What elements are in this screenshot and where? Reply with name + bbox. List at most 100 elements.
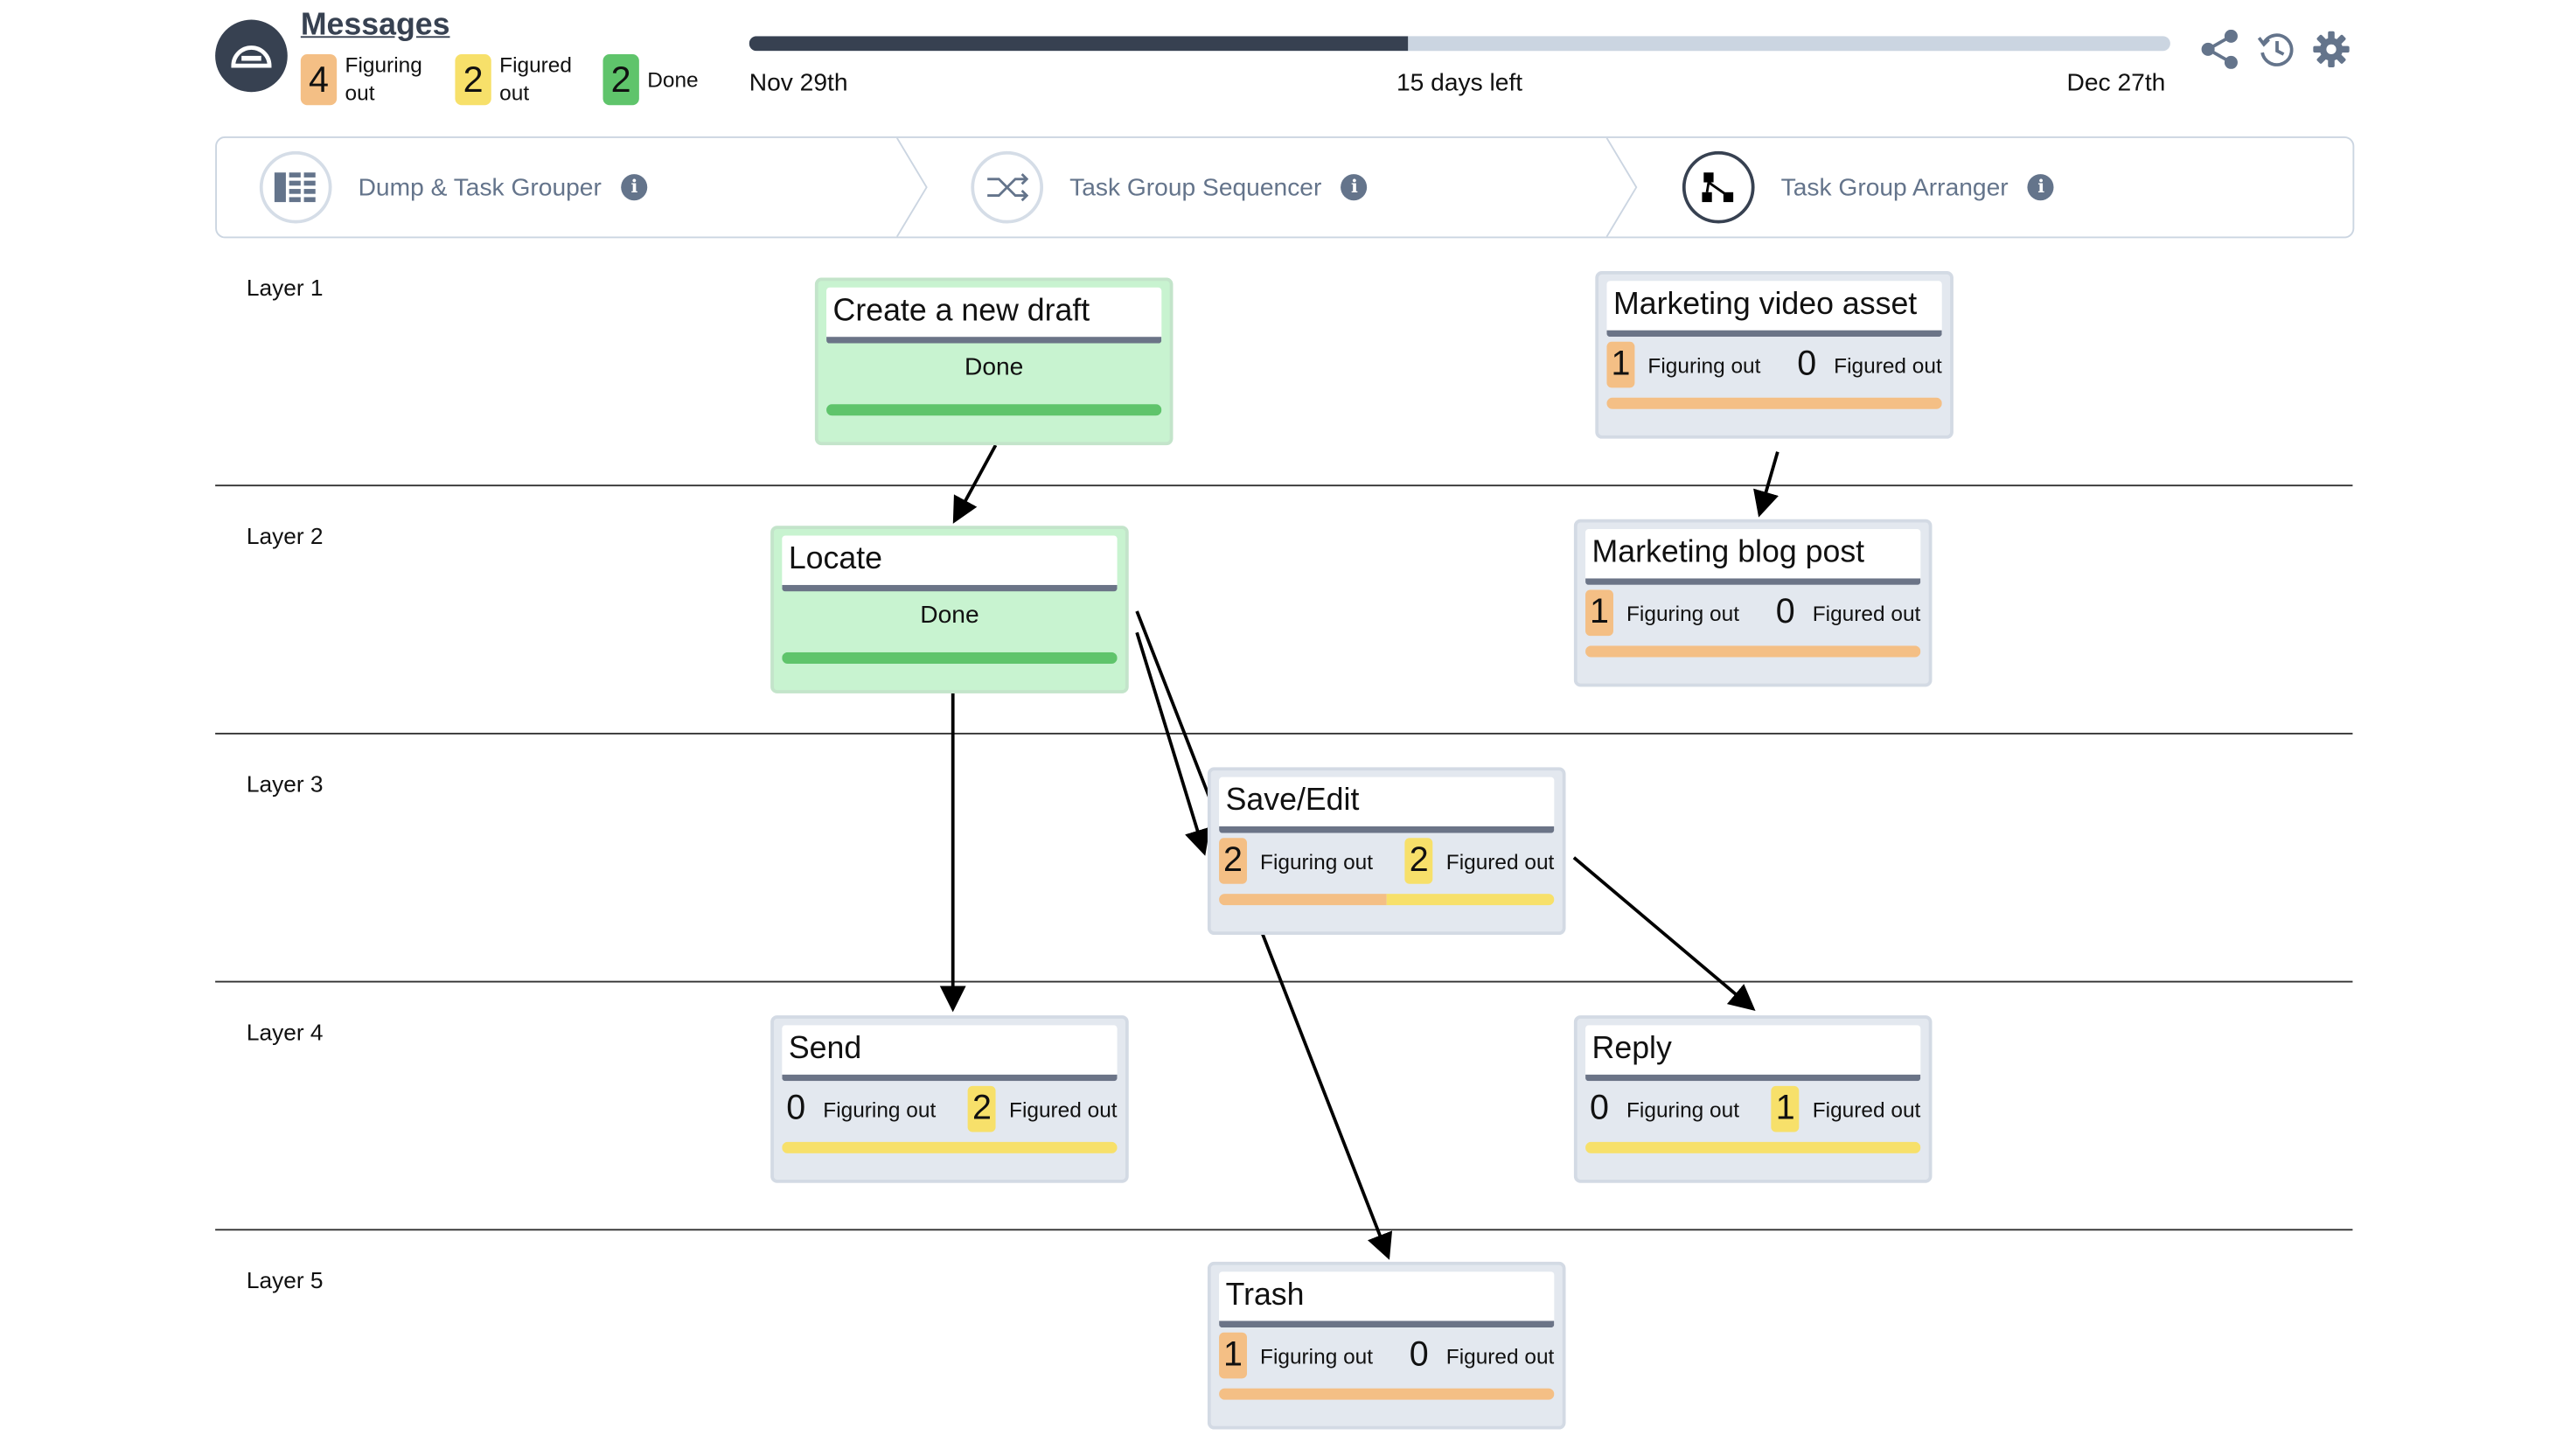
info-icon[interactable]: i xyxy=(1341,174,1368,201)
end-date: Dec 27th xyxy=(2066,68,2166,97)
card-progress xyxy=(782,1141,1118,1153)
card-title[interactable]: Locate xyxy=(782,535,1118,592)
card-counts: 1 Figuring out 0 Figured out xyxy=(1585,589,1920,637)
figuring-count: 2 xyxy=(1219,838,1248,884)
figuring-count-badge: 4 xyxy=(300,54,338,106)
task-group-card[interactable]: Marketing video asset 1 Figuring out 0 F… xyxy=(1595,271,1954,439)
card-counts: 2 Figuring out 2 Figured out xyxy=(1219,838,1554,884)
figuring-count: 1 xyxy=(1585,589,1613,637)
gear-icon[interactable] xyxy=(2311,30,2351,69)
step-label: Dump & Task Grouper xyxy=(358,173,602,202)
figured-count: 2 xyxy=(968,1085,996,1132)
card-progress xyxy=(1585,645,1921,658)
figuring-label: Figuring out xyxy=(1647,352,1761,378)
card-title[interactable]: Save/Edit xyxy=(1219,777,1555,833)
step-label: Task Group Arranger xyxy=(1780,173,2009,202)
card-status: Done xyxy=(920,601,979,630)
figuring-fill xyxy=(1219,1388,1555,1400)
step-task-group-arranger[interactable]: Task Group Arranger i xyxy=(1682,138,2055,237)
figured-count: 2 xyxy=(1404,838,1433,884)
figuring-label: Figuring out xyxy=(1260,1342,1374,1369)
project-title[interactable]: Messages xyxy=(300,8,450,43)
figured-count: 0 xyxy=(1775,593,1795,631)
layer-label: Layer 5 xyxy=(246,1266,324,1293)
card-title[interactable]: Reply xyxy=(1585,1025,1921,1082)
card-title[interactable]: Marketing blog post xyxy=(1585,528,1921,585)
card-progress xyxy=(1606,397,1942,409)
card-progress xyxy=(826,404,1162,416)
card-progress xyxy=(1219,894,1555,906)
card-title[interactable]: Send xyxy=(782,1025,1118,1082)
figuring-count-label: Figuring out xyxy=(345,52,422,106)
card-status: Done xyxy=(964,352,1024,381)
layer-divider xyxy=(215,484,2353,487)
done-count-badge: 2 xyxy=(602,54,639,106)
figuring-count: 0 xyxy=(1590,1089,1609,1127)
layer-divider xyxy=(215,1229,2353,1231)
figuring-count: 1 xyxy=(1606,341,1635,388)
figured-label: Figured out xyxy=(1009,1097,1118,1122)
layer-label: Layer 4 xyxy=(246,1018,324,1045)
card-title[interactable]: Trash xyxy=(1219,1271,1555,1328)
task-group-card[interactable]: Reply 0 Figuring out 1 Figured out xyxy=(1573,1015,1933,1183)
figuring-label: Figuring out xyxy=(1260,848,1374,874)
layer-label: Layer 1 xyxy=(246,274,324,301)
shuffle-icon xyxy=(971,150,1044,224)
days-left: 15 days left xyxy=(1396,68,1523,97)
card-progress xyxy=(782,651,1118,665)
figured-count: 1 xyxy=(1771,1085,1800,1132)
start-date: Nov 29th xyxy=(749,68,848,97)
layer-label: Layer 3 xyxy=(246,770,324,798)
figuring-label: Figuring out xyxy=(823,1097,937,1122)
info-icon[interactable]: i xyxy=(2028,174,2055,201)
figuring-label: Figuring out xyxy=(1626,1097,1740,1122)
helmet-icon xyxy=(231,45,272,68)
figured-label: Figured out xyxy=(1445,1342,1555,1369)
task-group-card[interactable]: Trash 1 Figuring out 0 Figured out xyxy=(1207,1261,1566,1430)
edge-create-locate xyxy=(952,444,998,524)
card-counts: 0 Figuring out 1 Figured out xyxy=(1585,1085,1921,1132)
timeline-progress-fill xyxy=(749,36,1409,52)
task-group-card[interactable]: Send 0 Figuring out 2 Figured out xyxy=(770,1015,1129,1183)
card-counts: 1 Figuring out 0 Figured out xyxy=(1606,341,1942,388)
figuring-count: 1 xyxy=(1219,1332,1248,1379)
timeline-progress xyxy=(749,36,2170,52)
project-avatar[interactable] xyxy=(215,19,288,93)
card-progress xyxy=(1219,1388,1555,1400)
figuring-fill xyxy=(1606,397,1942,409)
done-fill xyxy=(826,404,1162,416)
list-grid-icon xyxy=(259,150,332,224)
step-dump-task-grouper[interactable]: Dump & Task Grouper i xyxy=(259,138,648,237)
figuring-label: Figuring out xyxy=(1626,600,1740,625)
card-title[interactable]: Marketing video asset xyxy=(1606,281,1942,338)
figured-fill xyxy=(1585,1141,1921,1153)
figuring-fill xyxy=(1219,894,1387,906)
task-group-card[interactable]: Marketing blog post 1 Figuring out 0 Fig… xyxy=(1573,519,1933,687)
figured-count: 0 xyxy=(1797,345,1817,383)
workflow-stepper: Dump & Task Grouper i Task Group Sequence… xyxy=(215,136,2355,239)
task-group-card[interactable]: Save/Edit 2 Figuring out 2 Figured out xyxy=(1207,767,1566,936)
history-icon[interactable] xyxy=(2256,30,2295,69)
stepper-dividers xyxy=(896,137,1638,237)
card-progress xyxy=(1585,1141,1921,1153)
edge-locate-saveedit xyxy=(1135,631,1210,856)
figured-label: Figured out xyxy=(1834,352,1942,378)
card-title[interactable]: Create a new draft xyxy=(826,287,1162,344)
figuring-count: 0 xyxy=(786,1089,806,1127)
done-count-label: Done xyxy=(647,67,699,93)
figured-count-label: Figured out xyxy=(499,52,572,106)
done-fill xyxy=(782,651,1118,665)
share-icon[interactable] xyxy=(2200,29,2239,69)
figured-fill xyxy=(782,1141,1118,1153)
figured-label: Figured out xyxy=(1812,1097,1921,1122)
layer-label: Layer 2 xyxy=(246,522,324,549)
info-icon[interactable]: i xyxy=(621,174,648,201)
graph-icon xyxy=(1682,150,1755,224)
figured-count: 0 xyxy=(1409,1335,1429,1374)
edge-saveedit-reply xyxy=(1572,856,1756,1012)
